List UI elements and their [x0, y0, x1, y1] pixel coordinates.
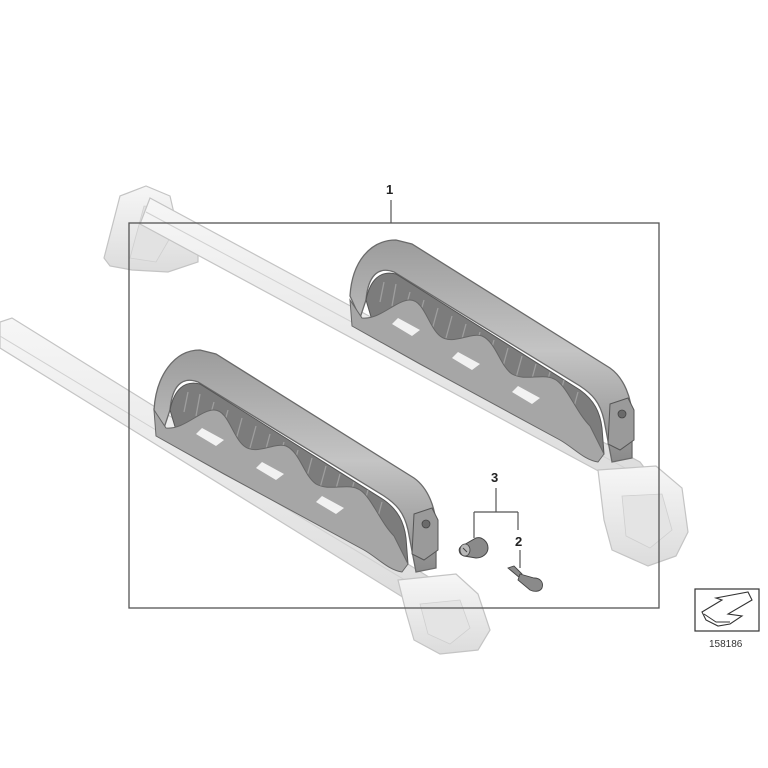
rear-holder-lock — [607, 397, 635, 451]
rear-holder-clamp — [349, 239, 633, 463]
callout-1: 1 — [386, 182, 393, 197]
front-ski-holder — [153, 349, 439, 573]
callout-2: 2 — [515, 534, 522, 549]
callout-3: 3 — [491, 470, 498, 485]
callout-3-bracket — [473, 488, 519, 538]
part-1-frame — [128, 222, 660, 609]
arrow-on-plate-icon — [694, 588, 760, 632]
front-holder-base — [153, 408, 409, 573]
rear-ski-holder — [349, 239, 635, 463]
lock-cylinder — [458, 537, 489, 559]
key — [507, 565, 543, 592]
front-holder-lock — [411, 507, 439, 561]
reference-number: 158186 — [709, 639, 743, 650]
front-holder-clamp — [153, 349, 437, 573]
rear-holder-base — [349, 298, 605, 463]
